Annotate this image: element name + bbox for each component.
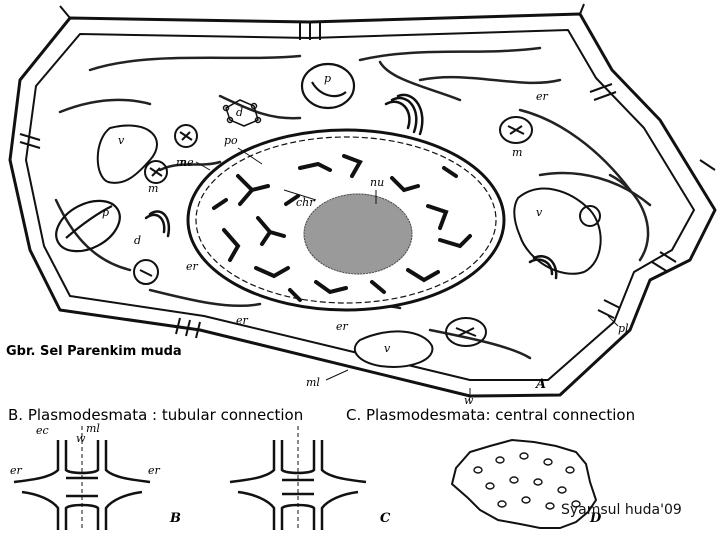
chromatin [212,154,472,302]
label-ml-bottom: ml [306,376,320,389]
label-nu: nu [370,176,384,189]
panel-b-diagram [13,426,151,530]
label-d-left: d [134,234,141,247]
label-d-letter: D [589,511,602,526]
label-panel-a: A [534,377,546,392]
label-v-bottom: v [384,342,391,355]
panel-d-labels: D [589,511,602,526]
panel-d-diagram [450,438,598,529]
leader-lines [195,147,619,398]
label-ne: ne [180,156,194,169]
vacuole-left [96,124,158,184]
dictyosomes [144,93,558,280]
label-b-ml: ml [86,422,100,435]
wall-pits [19,3,716,339]
panel-b-labels: ec ml w er er B [10,422,181,526]
label-er-bottom-mid: er [336,320,349,333]
label-er-bottom-left: er [236,314,249,327]
label-er-top-right: er [536,90,549,103]
vacuole-bottom [353,330,434,368]
panel-c-caption: C. Plasmodesmata: central connection [346,406,636,424]
label-v-right: v [536,206,543,219]
label-p-top: p [324,72,331,85]
plastid-top [300,62,356,110]
d-vesicles [222,99,262,127]
mitochondria [133,116,601,347]
panel-c-labels: C [380,511,391,526]
label-b-letter: B [169,511,181,526]
label-p-left: p [102,206,109,219]
panel-b-caption: B. Plasmodesmata : tubular connection [8,406,304,424]
plastid-left [55,199,121,253]
label-m-right: m [512,146,522,159]
label-chr: chr [296,196,315,209]
cell-labels: p p d d v v v m m m po ne chr nu er er e… [102,72,629,407]
author-credit: Syamsul huda'09 [561,502,682,518]
label-v-left: v [118,134,125,147]
label-d-top: d [236,106,243,119]
plastids [55,62,356,253]
label-m-left-mid: m [148,182,158,195]
vacuole-right [513,187,602,275]
label-b-ec: ec [36,424,49,437]
nucleus [186,128,506,312]
main-caption: Gbr. Sel Parenkim muda [6,344,182,359]
label-m-left-top: m [176,156,186,169]
label-pl: pl [618,322,629,335]
label-c-letter: C [380,511,391,526]
label-b-er-left: er [10,464,23,477]
label-b-w: w [76,432,86,445]
vacuoles [96,124,602,368]
label-w-bottom: w [464,394,474,407]
panel-c-diagram [229,426,367,530]
nucleolus [303,193,413,275]
label-er-left: er [186,260,199,273]
label-po: po [224,134,238,147]
label-b-er-right: er [148,464,161,477]
